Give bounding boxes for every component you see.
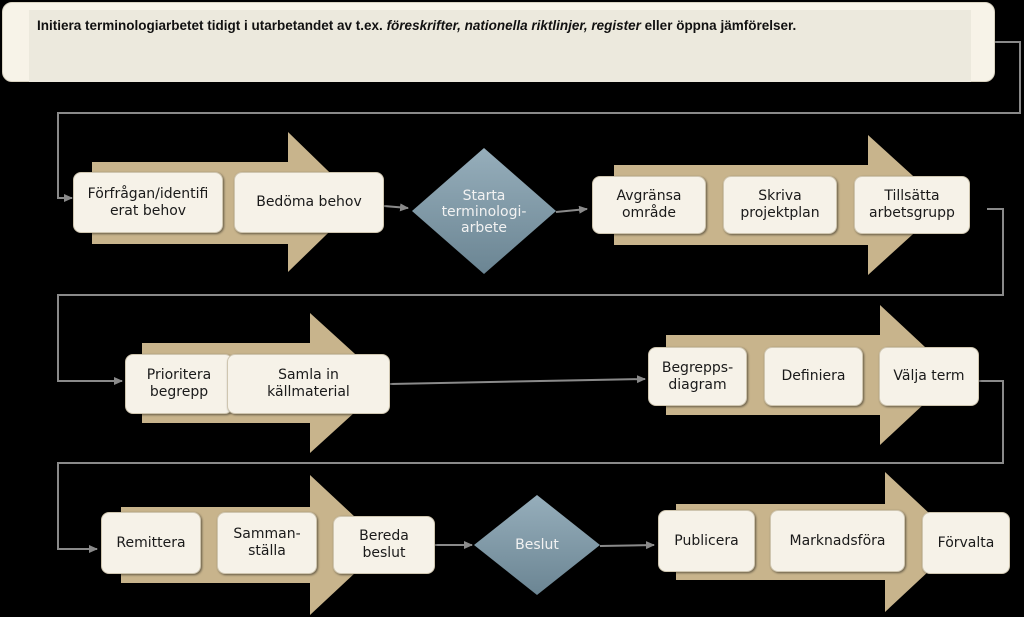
connector-row1-to-row2 (57, 208, 1004, 385)
step-bereda-beslut: Bereda beslut (333, 516, 435, 574)
connector-beslut-to-publicera (599, 541, 655, 550)
step-starta-label: Starta terminologi- arbete (441, 187, 527, 237)
header-box: Initiera terminologiarbetet tidigt i uta… (2, 2, 995, 82)
header-text-part3: eller öppna jämförelser. (640, 18, 797, 33)
header-text: Initiera terminologiarbetet tidigt i uta… (37, 18, 796, 33)
step-prioritera-begrepp: Prioritera begrepp (125, 354, 233, 414)
step-marknadsfora: Marknadsföra (770, 510, 905, 572)
step-forfragan: Förfrågan/identifi erat behov (73, 172, 223, 233)
step-begreppsdiagram: Begrepps- diagram (648, 347, 747, 406)
step-bedoma-behov: Bedöma behov (234, 172, 384, 233)
decision-diamond-starta (412, 148, 556, 274)
step-remittera: Remittera (101, 512, 201, 574)
step-skriva-projektplan: Skriva projektplan (723, 176, 837, 234)
step-samla-kallmaterial: Samla in källmaterial (227, 354, 390, 414)
connector-samla-to-begrepp (389, 375, 646, 385)
step-forvalta: Förvalta (922, 512, 1010, 574)
step-avgransa: Avgränsa område (592, 176, 706, 234)
step-beslut-label: Beslut (515, 536, 559, 553)
step-sammanstalla: Samman- ställa (217, 512, 317, 574)
connector-row2-to-row3 (57, 380, 1004, 553)
header-text-part1: Initiera terminologiarbetet tidigt i uta… (37, 18, 387, 33)
header-inner: Initiera terminologiarbetet tidigt i uta… (29, 10, 971, 82)
phase-arrow-1 (92, 132, 360, 272)
step-tillsatta-arbetsgrupp: Tillsätta arbetsgrupp (854, 176, 970, 234)
decision-diamond-beslut (474, 495, 600, 595)
step-definiera: Definiera (764, 347, 863, 406)
connector-starta-to-avgransa (555, 205, 588, 214)
step-valja-term: Välja term (879, 347, 979, 406)
connector-bedoma-to-starta (383, 203, 409, 212)
connector-header-to-step1 (57, 41, 1021, 202)
step-publicera: Publicera (658, 510, 755, 572)
header-text-part2: föreskrifter, nationella riktlinjer, reg… (386, 18, 641, 33)
